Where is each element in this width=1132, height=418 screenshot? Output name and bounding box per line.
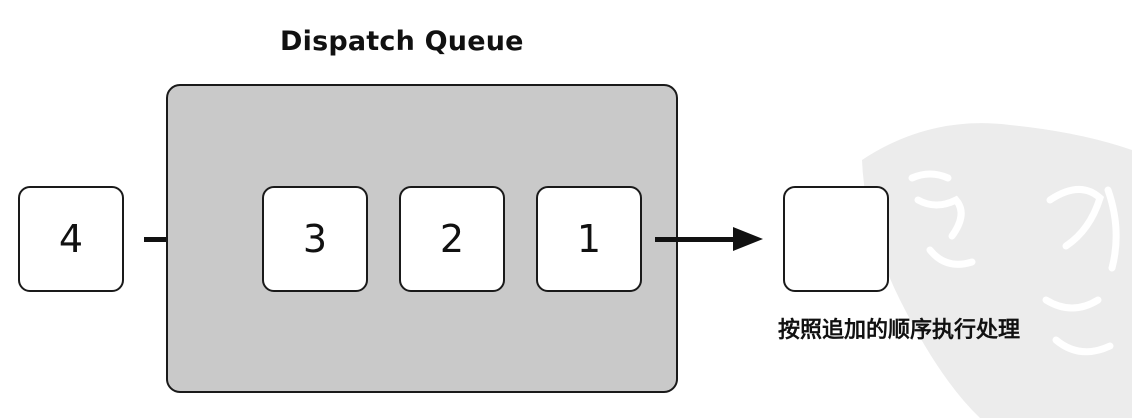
diagram-title: Dispatch Queue [280,26,524,57]
execution-order-caption: 按照追加的顺序执行处理 [778,318,1021,343]
output-slot [783,186,889,292]
queued-task-3: 3 [262,186,368,292]
incoming-task-4: 4 [18,186,124,292]
queued-task-1: 1 [536,186,642,292]
queued-task-2: 2 [399,186,505,292]
